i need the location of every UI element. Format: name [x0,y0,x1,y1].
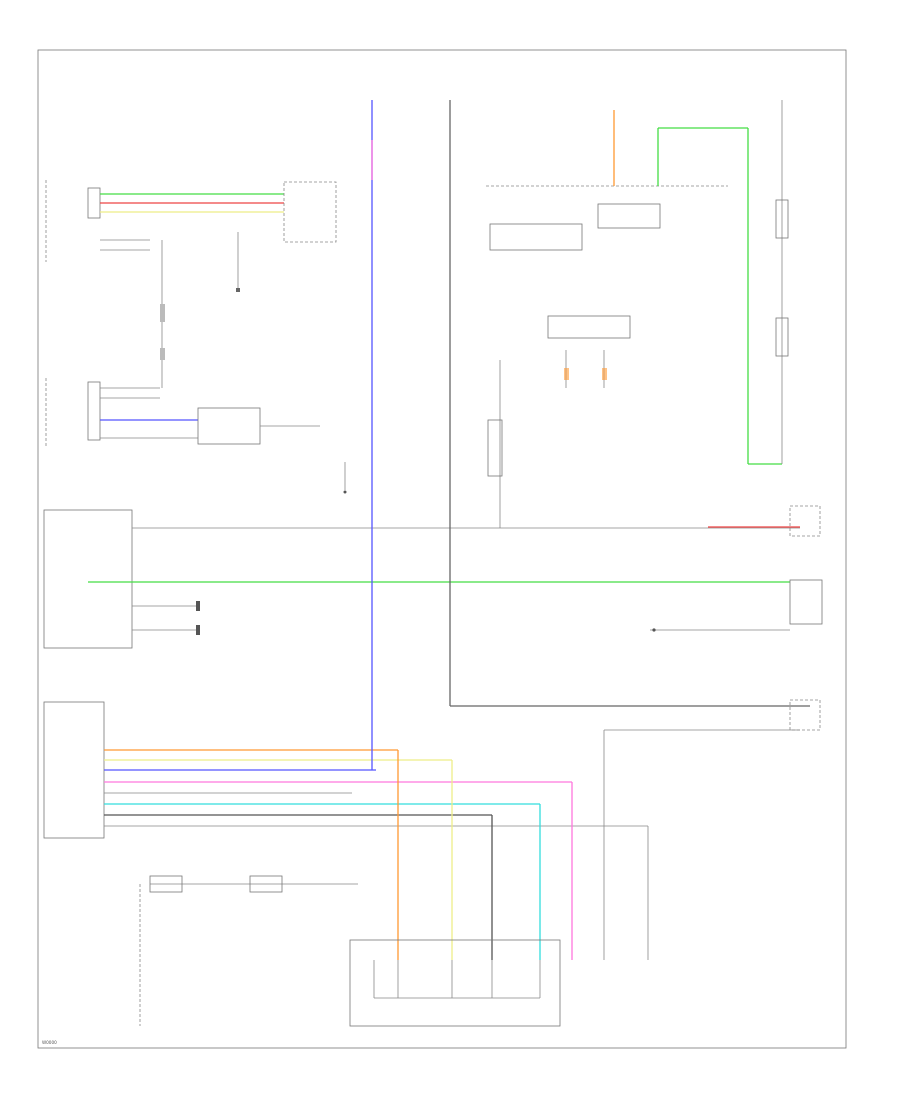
top-right-area [486,100,789,528]
component-box [249,875,283,893]
module-label-box [489,223,583,251]
diagram-frame [37,49,847,1049]
bottom-switch-cluster [139,875,561,1027]
left-module-4 [43,701,648,839]
switch-cluster-box [349,939,561,1027]
inline-connector [160,348,165,360]
ground-marker [236,288,240,292]
inline-connector [602,368,607,380]
component-box [775,317,789,357]
ground-point [343,490,347,494]
ground-point [652,628,656,632]
control-unit-box [597,203,661,229]
footer-code: W0000 [42,1040,57,1045]
component-box [775,199,789,239]
component-box [149,875,183,893]
relay-block [197,407,261,445]
ground-marker [196,601,200,611]
connector-pins [487,419,503,477]
left-module-2 [45,378,347,494]
switch-box [789,699,821,731]
inline-connector [564,368,569,380]
center-wires [371,100,810,960]
connector-pins [87,187,101,219]
right-middle-group [650,505,823,731]
connector-pins [87,381,101,441]
module-box [43,701,105,839]
switch-box [789,579,823,625]
top-left-connector [45,180,337,388]
inline-connector [160,304,165,322]
switch-box [547,315,631,339]
switch-box [789,505,821,537]
module-top-right-of-left [283,181,337,243]
module-box [43,509,133,649]
ground-marker [196,625,200,635]
left-module-3 [43,509,800,649]
